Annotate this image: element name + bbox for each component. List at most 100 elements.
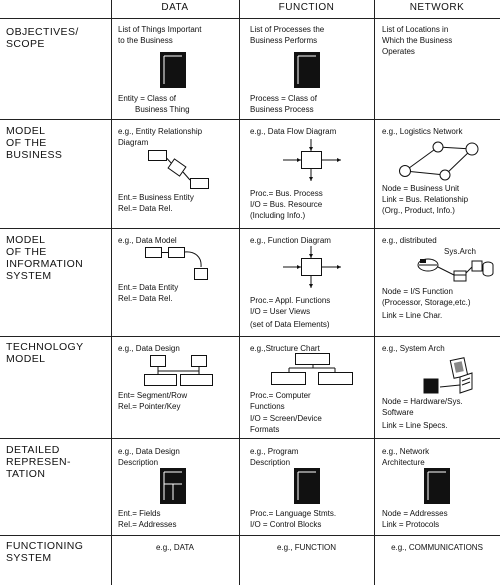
cell-note: Rel.= Data Rel.: [118, 294, 173, 303]
cell-text: e.g., distributed: [382, 236, 437, 245]
column-header-network: NETWORK: [409, 2, 465, 13]
cell-note: Proc.= Appl. Functions: [250, 296, 331, 305]
cell-note: Rel.= Data Rel.: [118, 204, 173, 213]
grid-line: [0, 336, 500, 337]
cell-text: e.g., Data Flow Diagram: [250, 127, 337, 136]
program-document-icon: [294, 468, 320, 504]
cell-note: Node = Business Unit: [382, 184, 460, 193]
entity-relationship-diagram: [148, 150, 209, 189]
cell-text: e.g., DATA: [156, 543, 194, 552]
cell-detailed-network: e.g., Network Architecture Node = Addres…: [382, 446, 497, 534]
data-model-diagram: [145, 247, 208, 280]
row-label-information-system: MODEL OF THE INFORMATION SYSTEM: [6, 234, 84, 282]
cell-text: e.g., Data Model: [118, 236, 177, 245]
grid-line: [0, 18, 500, 19]
cell-note: Node = I/S Function: [382, 287, 453, 296]
cell-information-data: e.g., Data Model Ent.= Data Entity Rel.=…: [118, 235, 236, 333]
cell-note: Rel.= Pointer/Key: [118, 402, 181, 411]
grid-line: [0, 228, 500, 229]
cell-text: List of Processes the: [250, 25, 325, 34]
data-flow-diagram: [283, 139, 341, 181]
cell-functioning-function: e.g., FUNCTION: [239, 542, 374, 556]
cell-business-network: e.g., Logistics Network Node = Business …: [382, 126, 497, 226]
column-header-function: FUNCTION: [278, 2, 335, 13]
grid-line: [239, 0, 240, 585]
cell-information-network: e.g., distributed Sys.Arch Node = I/S Fu…: [382, 235, 497, 333]
cell-note: (Org., Product, Info.): [382, 206, 455, 215]
cell-note: I/O = Screen/Device: [250, 414, 322, 423]
grid-line: [374, 0, 375, 585]
cell-note: (set of Data Elements): [250, 320, 330, 329]
logistics-network-diagram: [399, 141, 479, 181]
cell-text: Diagram: [118, 138, 149, 147]
cell-note: Link = Bus. Relationship: [382, 195, 469, 204]
cell-note: Formats: [250, 425, 280, 434]
cell-text: Architecture: [382, 458, 425, 467]
row-label-technology-model: TECHNOLOGY MODEL: [6, 341, 84, 365]
data-design-document-icon: [160, 468, 186, 504]
cell-text: e.g., Logistics Network: [382, 127, 463, 136]
cell-business-data: e.g., Entity Relationship Diagram Ent.= …: [118, 126, 236, 226]
network-document-icon: [424, 468, 450, 504]
cell-text: to the Business: [118, 36, 173, 45]
row-label-detailed-representation: DETAILED REPRESEN- TATION: [6, 444, 71, 480]
cell-technology-function: e.g.,Structure Chart Proc.= Computer Fun…: [250, 343, 372, 435]
cell-scope-function: List of Processes the Business Performs …: [250, 24, 370, 116]
cell-text: Sys.Arch: [444, 247, 477, 256]
cell-functioning-data: e.g., DATA: [111, 542, 239, 556]
cell-note: I/O = User Views: [250, 307, 311, 316]
grid-line: [0, 438, 500, 439]
cell-text: e.g., Data Design: [118, 447, 180, 456]
row-label-scope: OBJECTIVES/ SCOPE: [6, 26, 79, 50]
cell-text: e.g., Program: [250, 447, 299, 456]
cell-note: Process = Class of: [250, 94, 317, 103]
function-diagram: [283, 246, 341, 288]
cell-note: I/O = Control Blocks: [250, 520, 322, 529]
cell-note: Ent.= Fields: [118, 509, 161, 518]
cell-text: Operates: [382, 47, 415, 56]
cell-detailed-data: e.g., Data Design Description Ent.= Fiel…: [118, 446, 236, 534]
data-design-tree-diagram: [144, 355, 213, 386]
cell-note: Link = Protocols: [382, 520, 440, 529]
cell-text: e.g., System Arch: [382, 344, 445, 353]
cell-note: Link = Line Char.: [382, 311, 443, 320]
cell-note: Link = Line Specs.: [382, 421, 448, 430]
cell-technology-data: e.g., Data Design Ent= Segment/Row Rel.=…: [118, 343, 236, 435]
cell-note: Ent.= Business Entity: [118, 193, 194, 202]
cell-note: Ent= Segment/Row: [118, 391, 188, 400]
cell-note: Functions: [250, 402, 285, 411]
cell-text: e.g., COMMUNICATIONS: [391, 543, 483, 552]
cell-note: Node = Addresses: [382, 509, 448, 518]
cell-text: Business Performs: [250, 36, 318, 45]
cell-note: (Including Info.): [250, 211, 306, 220]
cell-note: Proc.= Language Stmts.: [250, 509, 337, 518]
cell-note: Business Thing: [135, 105, 190, 114]
cell-note: Software: [382, 408, 414, 417]
cell-note: I/O = Bus. Resource: [250, 200, 323, 209]
list-document-icon: [160, 52, 186, 88]
cell-text: Description: [250, 458, 291, 467]
grid-line: [0, 119, 500, 120]
cell-text: Which the Business: [382, 36, 453, 45]
cell-text: List of Things Important: [118, 25, 202, 34]
row-label-functioning-system: FUNCTIONING SYSTEM: [6, 540, 84, 564]
cell-technology-network: e.g., System Arch Node = Hardware/Sys. S…: [382, 343, 497, 435]
grid-line: [0, 535, 500, 536]
cell-text: Description: [118, 458, 159, 467]
cell-note: (Processor, Storage,etc.): [382, 298, 471, 307]
grid-line: [111, 0, 112, 585]
column-header-data: DATA: [161, 2, 189, 13]
row-label-business-model: MODEL OF THE BUSINESS: [6, 125, 63, 161]
cell-text: e.g., FUNCTION: [276, 543, 337, 552]
cell-text: e.g., Network: [382, 447, 430, 456]
cell-note: Proc.= Computer: [250, 391, 311, 400]
cell-note: Entity = Class of: [118, 94, 177, 103]
cell-text: e.g., Entity Relationship: [118, 127, 203, 136]
cell-text: e.g.,Structure Chart: [250, 344, 320, 353]
cell-note: Ent.= Data Entity: [118, 283, 179, 292]
cell-functioning-network: e.g., COMMUNICATIONS: [374, 542, 500, 556]
list-document-icon: [294, 52, 320, 88]
structure-chart-diagram: [271, 353, 353, 385]
system-architecture-hardware-icon: [423, 357, 473, 394]
